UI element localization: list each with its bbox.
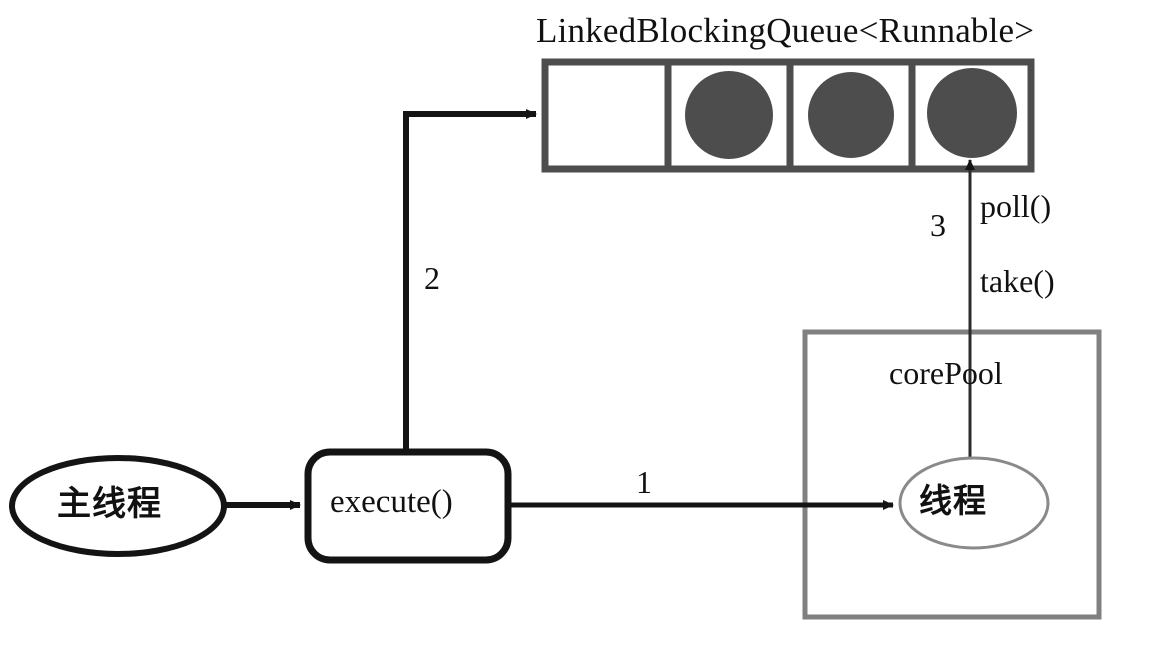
- step-label-2: 2: [424, 260, 440, 296]
- queue-task-circle-2: [808, 72, 894, 158]
- poll-method-label: poll(): [980, 188, 1052, 224]
- queue-task-circle-3: [927, 68, 1017, 158]
- core-pool-label: corePool: [889, 355, 1003, 391]
- queue-title: LinkedBlockingQueue<Runnable>: [536, 11, 1035, 50]
- arrow-enqueue: [403, 109, 537, 452]
- worker-thread-ellipse: [898, 456, 1050, 550]
- main-thread-label: 主线程: [57, 484, 162, 524]
- main-thread-ellipse: [9, 455, 227, 557]
- queue-container: [541, 58, 1035, 173]
- execute-label: execute(): [330, 484, 453, 520]
- step-label-1: 1: [636, 464, 652, 500]
- take-method-label: take(): [980, 263, 1055, 299]
- step-label-3: 3: [930, 207, 946, 243]
- execute-box: [304, 448, 512, 564]
- edge-execute-to-queue: [403, 109, 537, 452]
- queue-task-circle-1: [685, 71, 773, 159]
- worker-thread-label: 线程: [919, 481, 987, 520]
